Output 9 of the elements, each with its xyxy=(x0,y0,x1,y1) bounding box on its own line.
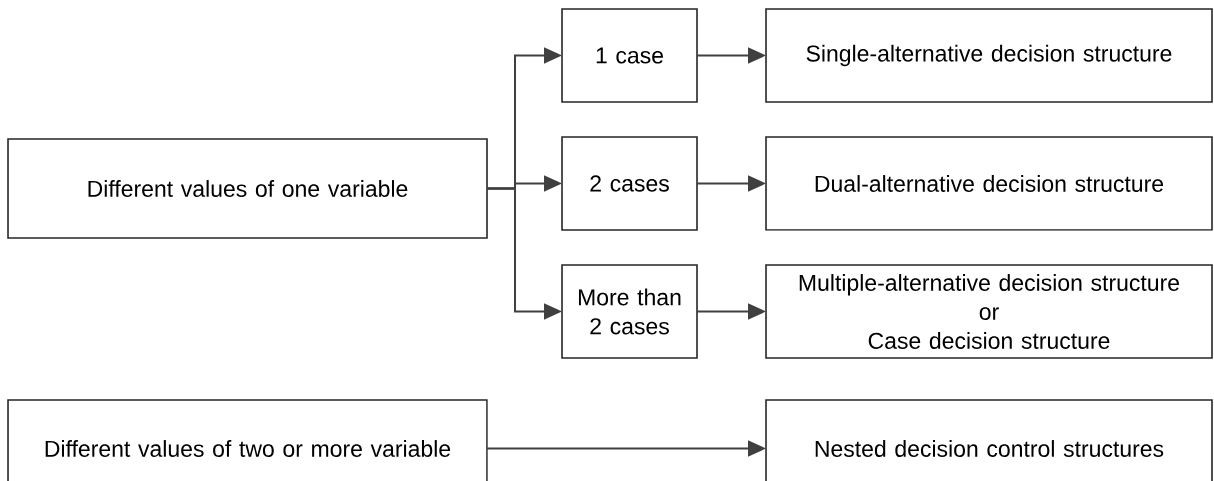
process-box: Different values of one variable xyxy=(7,138,488,239)
process-box: Nested decision control structures xyxy=(765,399,1213,481)
process-box: 2 cases xyxy=(561,136,698,231)
process-box: Single-alternative decision structure xyxy=(765,8,1213,103)
process-box: Dual-alternative decision structure xyxy=(765,136,1213,231)
process-box: More than 2 cases xyxy=(561,264,698,359)
process-box: Multiple-alternative decision structure or Case decision structure xyxy=(765,264,1213,359)
process-box: Different values of two or more variable xyxy=(7,399,488,481)
process-box: 1 case xyxy=(561,8,698,103)
